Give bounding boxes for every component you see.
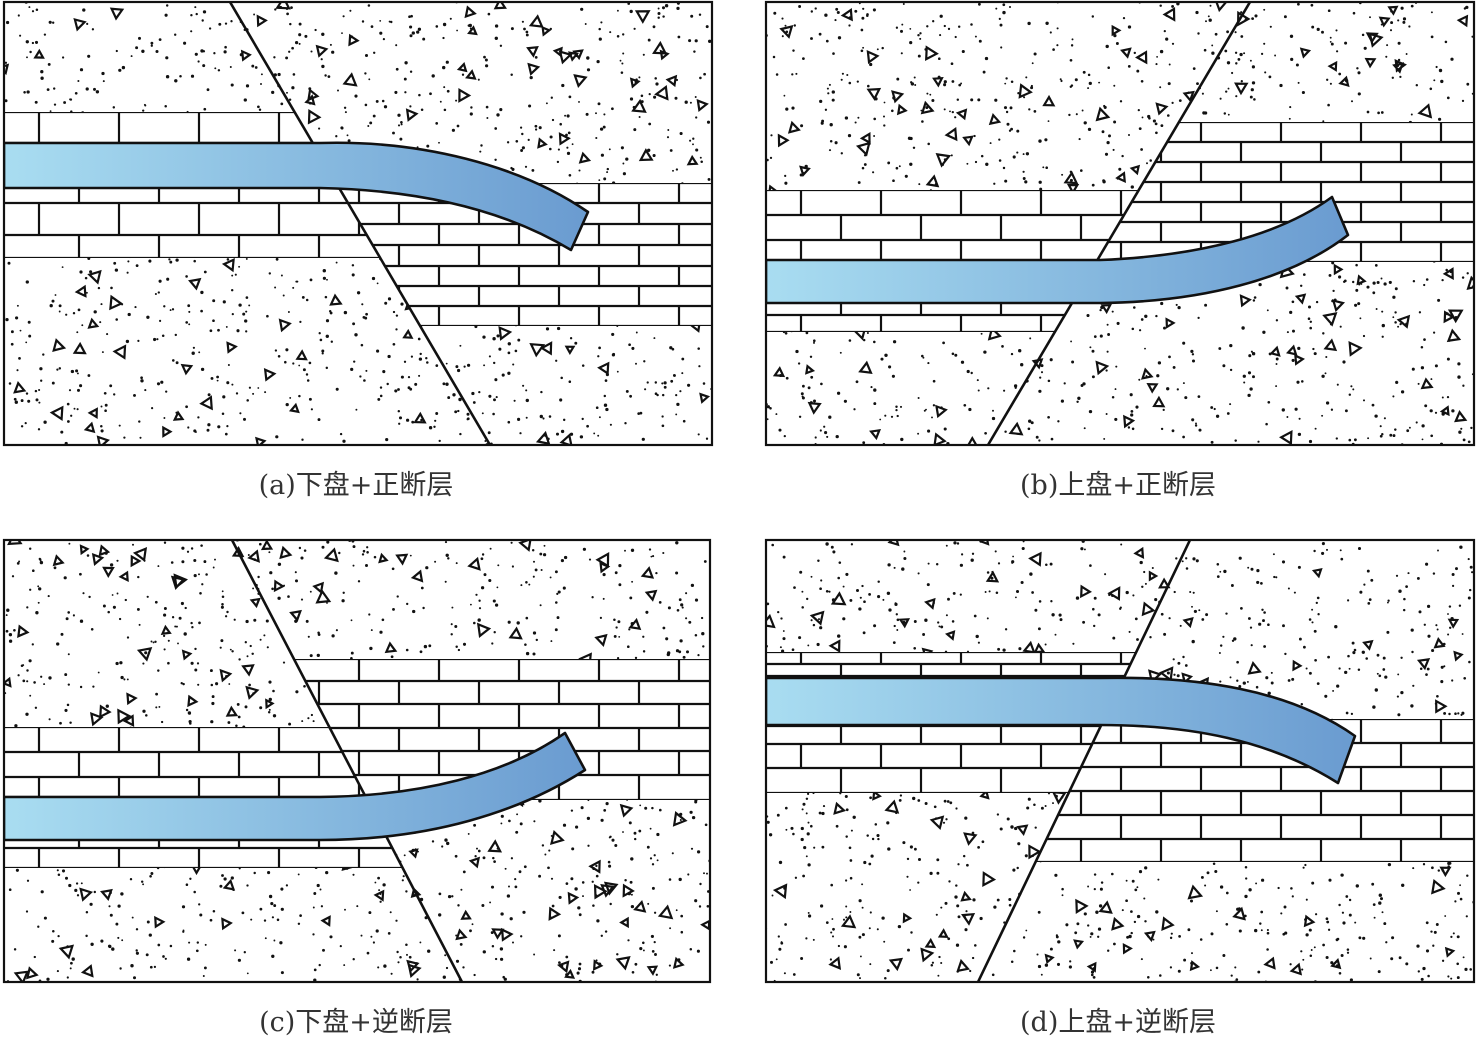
caption-a: (a)下盘+正断层 [258, 470, 454, 501]
brick-layer-right [1035, 719, 1474, 862]
pipe [766, 676, 1357, 785]
pipe [4, 731, 587, 842]
pipe [4, 141, 590, 252]
fault-line [228, 2, 492, 445]
fault-line [986, 2, 1252, 445]
caption-c: (c)下盘+逆断层 [259, 1007, 453, 1038]
panel-d [764, 538, 1476, 984]
panel-b [764, 0, 1476, 447]
fault-line [976, 540, 1192, 982]
caption-d: (d)上盘+逆断层 [1020, 1007, 1216, 1038]
panel-border [764, 0, 1476, 447]
panel-border [764, 538, 1476, 984]
panel-c [2, 538, 712, 984]
caption-b: (b)上盘+正断层 [1020, 470, 1216, 501]
panel-a [2, 0, 714, 447]
pipe [766, 195, 1350, 305]
fault-line [230, 540, 464, 982]
panel-border [2, 538, 712, 984]
brick-layer-right [293, 659, 710, 800]
panel-border [2, 0, 714, 447]
